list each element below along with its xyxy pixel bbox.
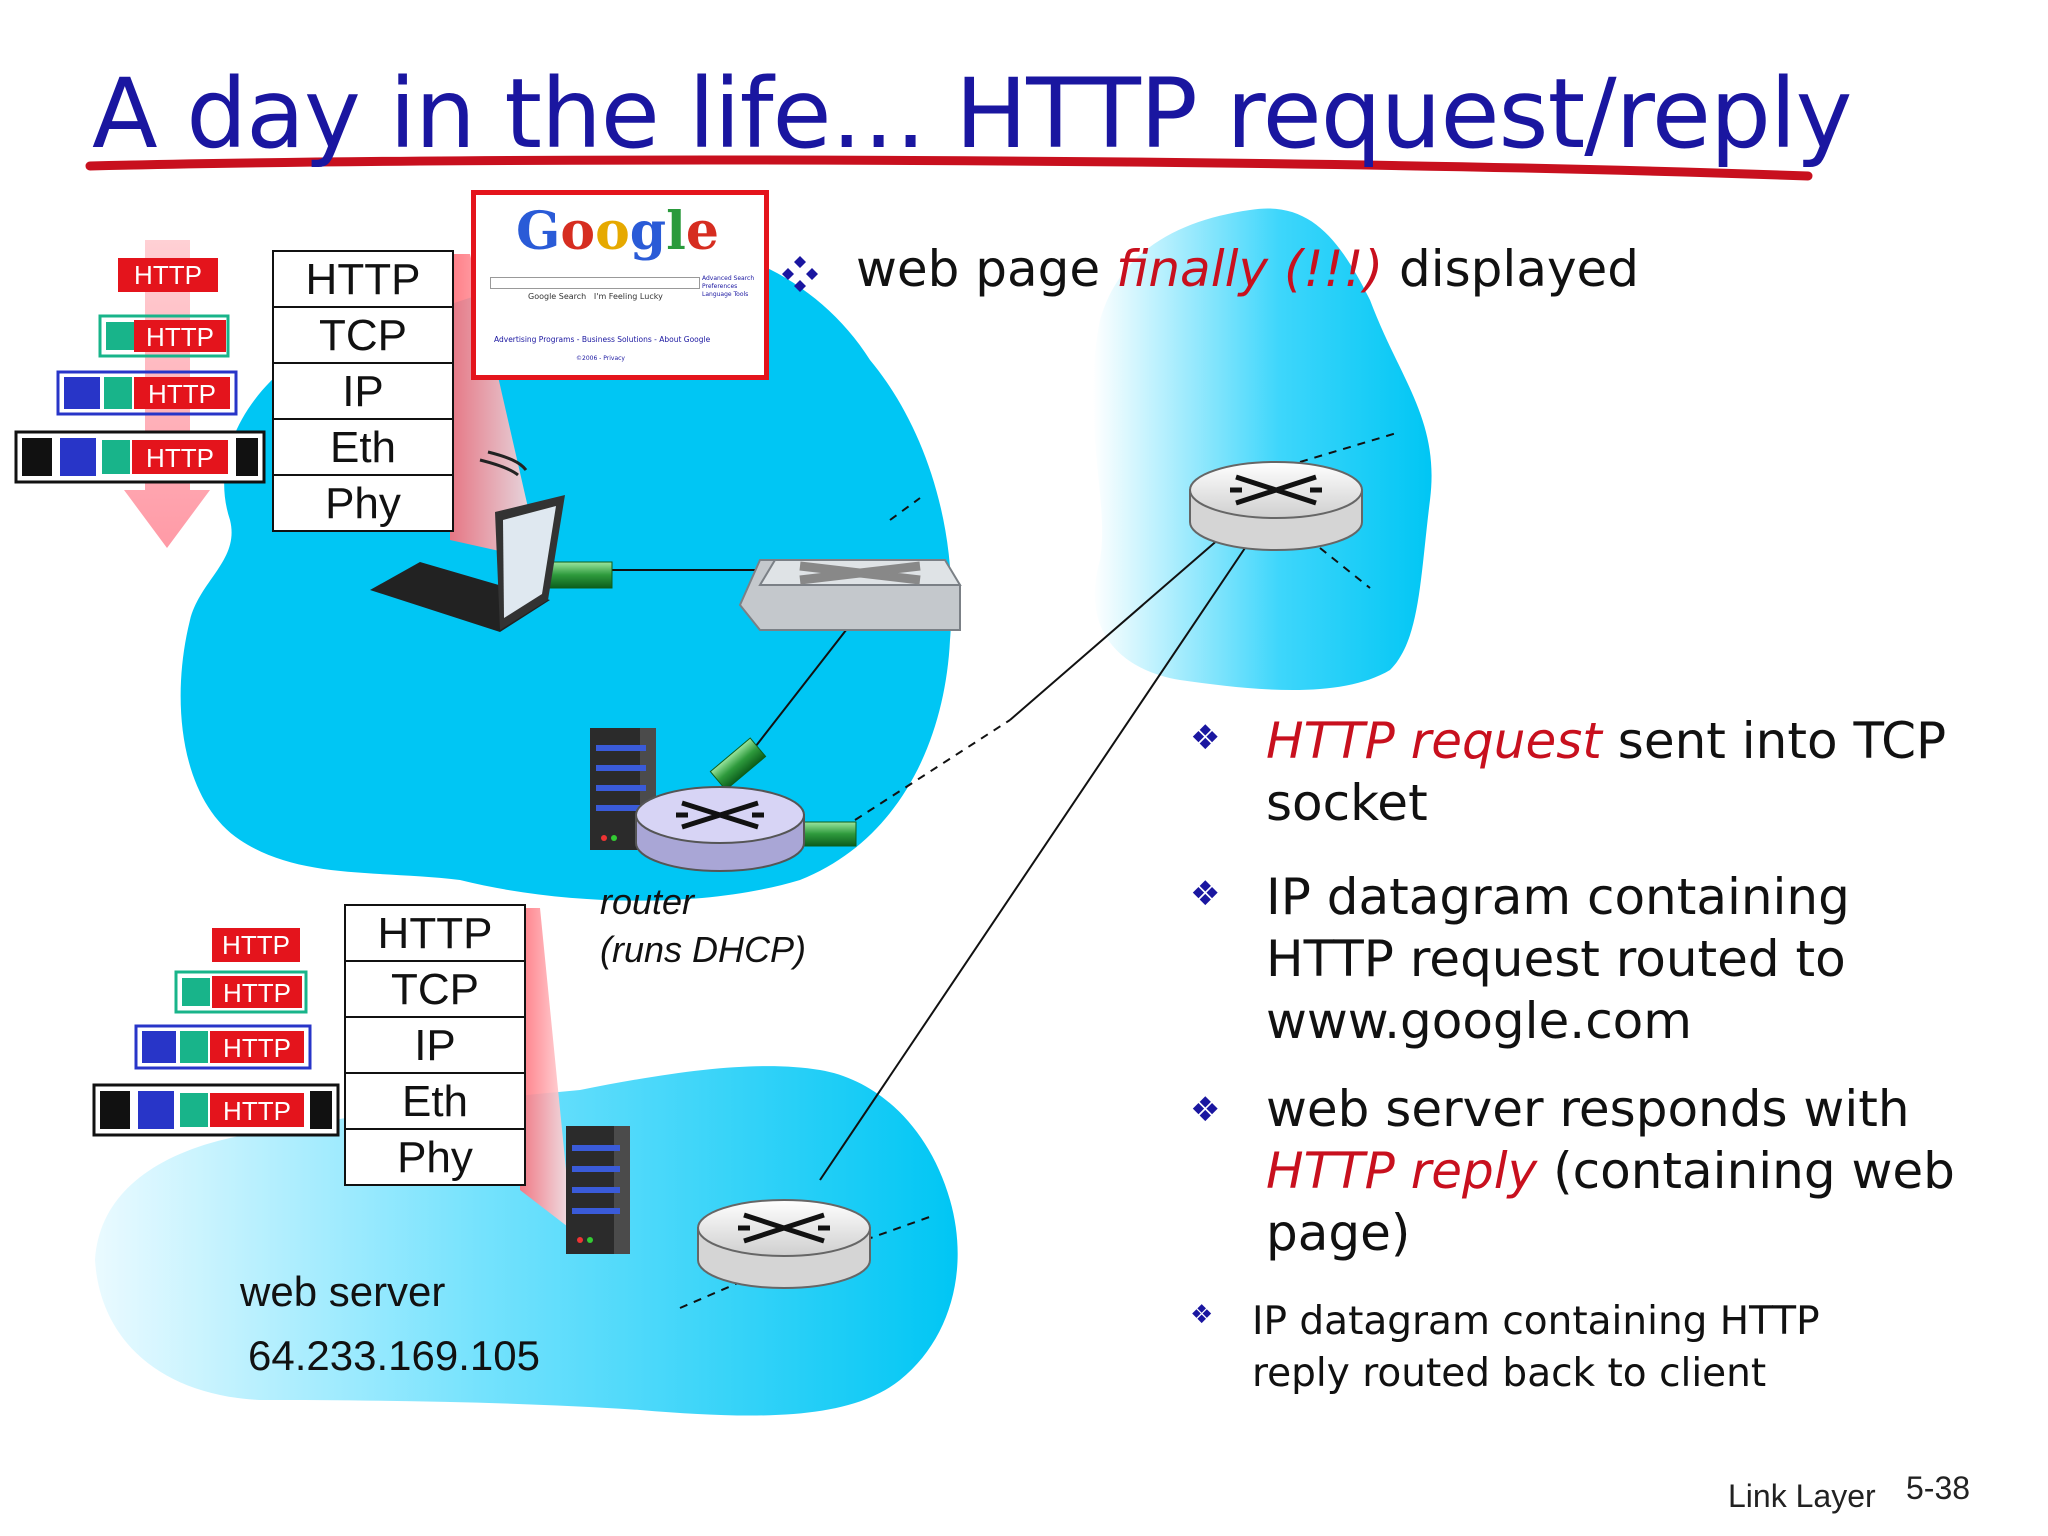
bullet-ip-datagram: IP datagram containing HTTP request rout… <box>1266 868 1850 1050</box>
router-link-marker-2 <box>799 821 857 847</box>
page-title: A day in the life… HTTP request/reply <box>92 58 1852 170</box>
internet-router-icon <box>1189 461 1363 551</box>
server-packet-eth: HTTP <box>92 1083 340 1137</box>
router-label-line1: router <box>600 881 695 922</box>
server-network-cloud <box>95 1066 958 1416</box>
client-protocol-stack: HTTP TCP IP Eth Phy <box>272 250 454 532</box>
laptop-icon <box>370 450 565 632</box>
packet-label: HTTP <box>134 260 202 290</box>
stack-layer: IP <box>346 1018 524 1074</box>
web-server-label: web server <box>240 1268 446 1315</box>
google-buttons: Google Search I'm Feeling Lucky <box>528 292 663 301</box>
bullet-icon <box>782 256 818 292</box>
client-packet-tcp: HTTP <box>98 314 230 358</box>
stack-layer: IP <box>274 364 452 420</box>
internet-server-router-link <box>819 547 1246 1181</box>
top-bullet-pre: web page <box>856 240 1117 298</box>
server-stack-wedge <box>520 908 572 1230</box>
packet-label: HTTP <box>146 443 214 473</box>
top-bullet-highlight: finally (!!!) <box>1116 240 1384 298</box>
server-packet-ip: HTTP <box>134 1024 312 1070</box>
laptop-link-marker <box>547 561 613 589</box>
router-label-line2: (runs DHCP) <box>600 929 807 970</box>
web-server-icon <box>566 1126 630 1254</box>
bullet-http-request: HTTP request sent into TCP socket <box>1266 710 1966 834</box>
packet-label: HTTP <box>146 322 214 352</box>
google-footer-links: Advertising Programs - Business Solution… <box>494 335 711 344</box>
server-protocol-stack: HTTP TCP IP Eth Phy <box>344 904 526 1186</box>
stack-layer: Phy <box>397 1133 473 1182</box>
client-packet-ip: HTTP <box>56 370 238 416</box>
web-server-ip: 64.233.169.105 <box>248 1332 540 1379</box>
packet-label: HTTP <box>222 930 290 960</box>
footer-section: Link Layer <box>1728 1478 1876 1514</box>
dash-1 <box>1299 431 1401 463</box>
title-underline <box>85 155 1813 181</box>
packet-label: HTTP <box>223 1033 291 1063</box>
server-packet-http: HTTP <box>212 928 300 962</box>
google-side-links: Advanced Search Preferences Language Too… <box>702 275 755 298</box>
google-search-bar <box>490 277 700 289</box>
top-bullet: web page finally (!!!) displayed <box>856 240 1639 298</box>
stack-layer: TCP <box>346 962 524 1018</box>
bullet-server-responds: web server responds with HTTP reply (con… <box>1266 1078 1966 1264</box>
switch-icon <box>738 559 962 631</box>
server-router-icon <box>697 1199 871 1289</box>
footer-page-number: 5-38 <box>1906 1470 1971 1506</box>
dash-4 <box>679 1279 746 1309</box>
bullet-reply-routed: IP datagram containing HTTP reply routed… <box>1252 1299 1820 1396</box>
stack-layer: Phy <box>325 479 401 528</box>
stack-layer: HTTP <box>346 906 524 962</box>
router-label: router (runs DHCP) <box>600 878 806 974</box>
bullet-icon: ❖ <box>1190 874 1221 914</box>
bullet-icon: ❖ <box>1190 1090 1221 1130</box>
switch-router-link <box>744 624 851 761</box>
packet-label: HTTP <box>223 978 291 1008</box>
google-copyright: ©2006 - Privacy <box>576 355 625 362</box>
client-packet-eth: HTTP <box>14 430 266 484</box>
router-internet-link <box>854 719 1011 821</box>
google-homepage-thumbnail: Google Google Search I'm Feeling Lucky A… <box>471 190 769 380</box>
dash-2 <box>1319 547 1371 589</box>
stack-layer: Eth <box>346 1074 524 1130</box>
bullet-icon: ❖ <box>1190 718 1221 758</box>
stack-layer: Eth <box>274 420 452 476</box>
bullet-post: (containing web page) <box>1266 1142 1955 1262</box>
google-search-button: Google Search <box>528 292 587 301</box>
google-logo: Google <box>516 201 720 262</box>
server-packet-tcp: HTTP <box>174 970 308 1014</box>
dash-3 <box>864 1214 936 1241</box>
client-router-icon <box>635 786 805 872</box>
internet-router-link-1 <box>1009 537 1221 721</box>
packet-label: HTTP <box>223 1096 291 1126</box>
stack-layer: TCP <box>274 308 452 364</box>
bullet-highlight: HTTP request <box>1266 712 1602 770</box>
google-lucky-button: I'm Feeling Lucky <box>593 292 663 301</box>
bullet-icon: ❖ <box>1190 1300 1214 1330</box>
bullet-pre: web server responds with <box>1266 1080 1910 1138</box>
top-bullet-post: displayed <box>1383 240 1640 298</box>
bullet-highlight: HTTP reply <box>1266 1142 1538 1200</box>
packet-label: HTTP <box>148 379 216 409</box>
router-link-marker-1 <box>709 737 767 791</box>
dash-5 <box>889 497 921 521</box>
stack-layer: HTTP <box>274 252 452 308</box>
client-packet-http: HTTP <box>118 258 218 292</box>
bullet-text: sent into TCP socket <box>1266 712 1947 832</box>
